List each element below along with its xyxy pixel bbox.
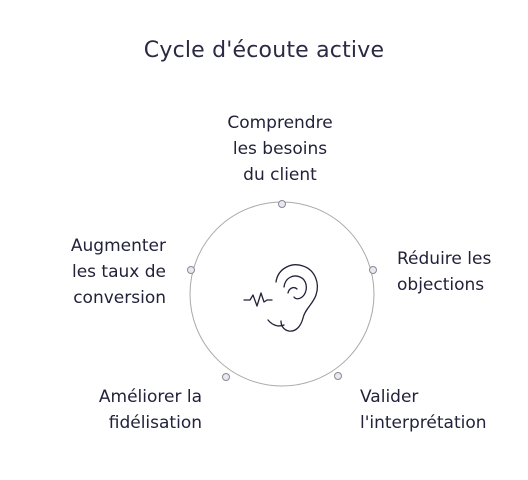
step-reduire-objections: Réduire les objections xyxy=(397,246,522,298)
step-line: Comprendre xyxy=(227,113,333,133)
step-augmenter-conversion: Augmenter les taux de conversion xyxy=(30,233,166,311)
step-line: Valider xyxy=(360,387,419,407)
cycle-node-right xyxy=(369,266,377,274)
step-valider-interpretation: Valider l'interprétation xyxy=(360,384,525,436)
ear-listening-icon xyxy=(243,264,318,332)
cycle-circle xyxy=(189,201,375,387)
cycle-node-bottom-left xyxy=(222,373,230,381)
step-line: les taux de xyxy=(71,262,166,282)
step-comprendre-besoins: Comprendre les besoins du client xyxy=(180,110,380,188)
step-line: objections xyxy=(397,275,485,295)
step-ameliorer-fidelisation: Améliorer la fidélisation xyxy=(40,384,202,436)
cycle-node-bottom-right xyxy=(334,372,342,380)
step-line: du client xyxy=(243,165,317,185)
step-line: conversion xyxy=(73,288,166,308)
cycle-node-top xyxy=(278,200,286,208)
cycle-node-left xyxy=(187,266,195,274)
step-line: Améliorer la xyxy=(98,387,202,407)
step-line: Augmenter xyxy=(70,236,166,256)
step-line: fidélisation xyxy=(108,413,202,433)
step-line: l'interprétation xyxy=(360,413,487,433)
step-line: les besoins xyxy=(232,139,328,159)
diagram-title: Cycle d'écoute active xyxy=(143,38,385,63)
step-line: Réduire les xyxy=(397,249,492,269)
